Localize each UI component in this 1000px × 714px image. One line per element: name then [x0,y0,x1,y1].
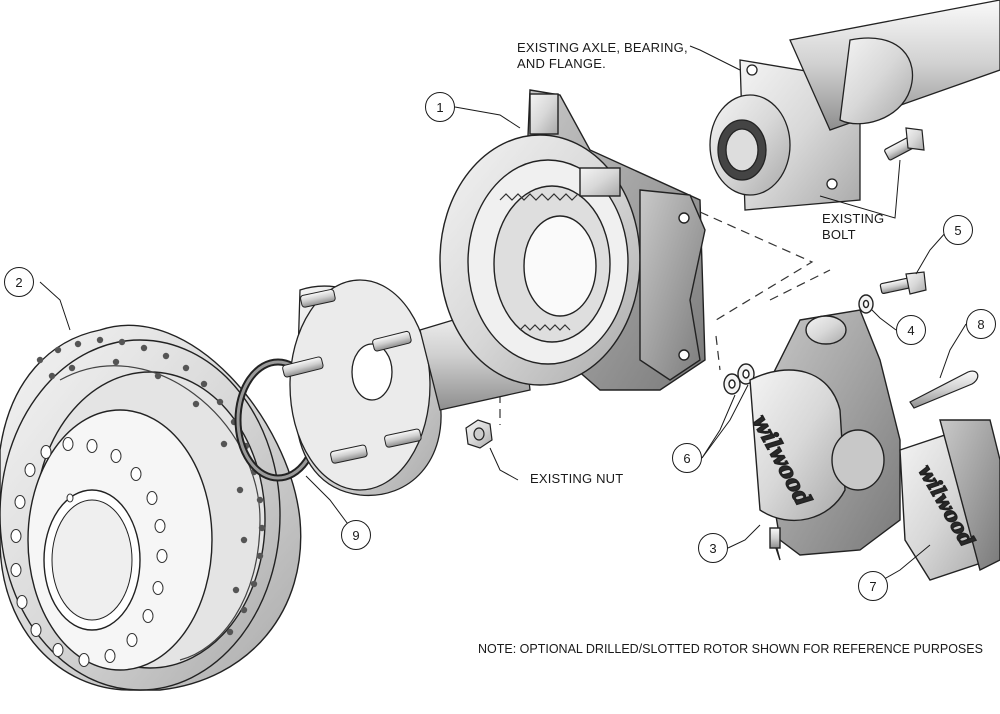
callout-9: 9 [341,520,371,550]
parking-brake-assembly [439,89,706,391]
callout-7: 7 [858,571,888,601]
callout-5: 5 [943,215,973,245]
label-axle-line-1: EXISTING AXLE, BEARING, [517,40,688,55]
washers [723,294,874,395]
label-axle-line-2: AND FLANGE. [517,56,606,71]
callout-3: 3 [698,533,728,563]
rotor-drill-holes [36,336,266,636]
label-existing-nut: EXISTING NUT [530,471,624,486]
reference-note: NOTE: OPTIONAL DRILLED/SLOTTED ROTOR SHO… [478,642,983,656]
callout-4: 4 [896,315,926,345]
caliper: wilwood [746,309,901,561]
callout-1: 1 [425,92,455,122]
caliper-bolt [879,271,927,295]
callout-2: 2 [4,267,34,297]
label-existing-axle: EXISTING AXLE, BEARING, AND FLANGE. [517,40,688,72]
cotter-pin [909,370,979,409]
brake-pads: wilwood [899,419,1000,581]
rotor [0,324,302,691]
existing-bolt [884,127,925,161]
axle-assembly [709,0,1000,211]
label-existing-bolt: EXISTING BOLT [822,211,884,243]
callout-6: 6 [672,443,702,473]
existing-nut [465,419,493,449]
callout-8: 8 [966,309,996,339]
label-bolt-line-2: BOLT [822,227,856,242]
label-bolt-line-1: EXISTING [822,211,885,226]
rotor-hub-holes [10,437,168,667]
leader-lines [39,45,967,587]
